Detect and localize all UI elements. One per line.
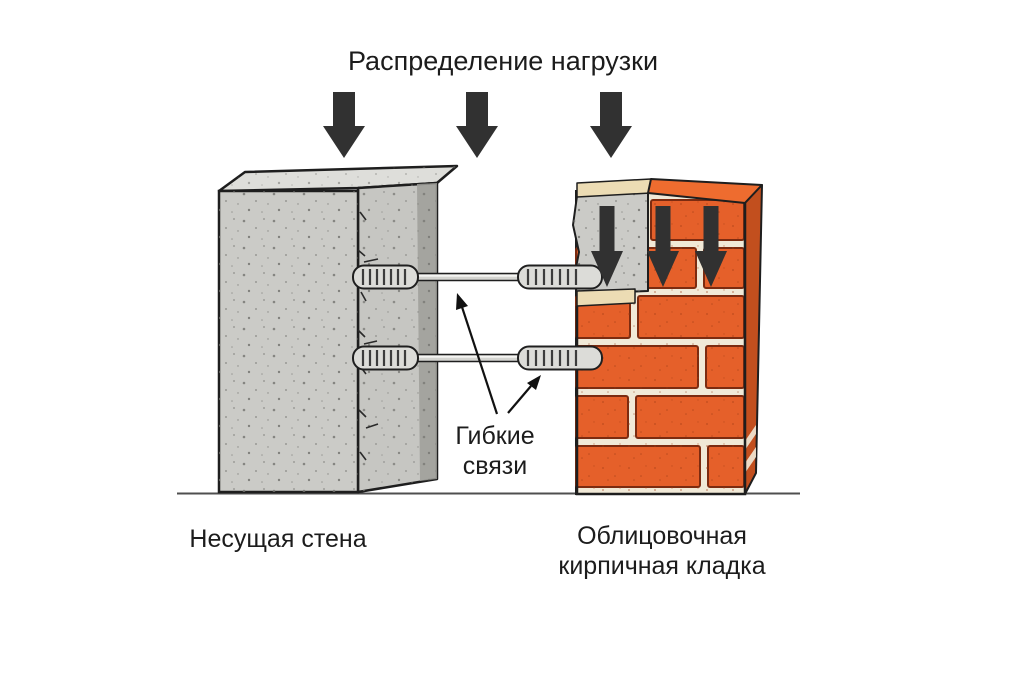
flexible-ties — [352, 264, 603, 371]
side-mortar-stripe — [745, 425, 756, 450]
pointer-arrowhead-icon — [456, 293, 468, 310]
concrete-wall-side-texture — [358, 183, 437, 492]
right-wall-label-line2: кирпичная кладка — [558, 551, 766, 580]
right-wall-label-line1: Облицовочная — [577, 522, 747, 550]
flexible-ties-label: Гибкие связи — [455, 421, 534, 481]
diagram-title: Распределение нагрузки — [347, 46, 659, 76]
pointer-line-lower-tie — [507, 385, 532, 414]
flexible-tie — [352, 345, 603, 371]
right-wall-label: Облицовочная кирпичная кладка — [558, 522, 765, 581]
load-arrow-small-icon — [591, 206, 623, 287]
pointer-arrowhead-icon — [527, 375, 541, 390]
cut-brick-strip-top — [576, 178, 652, 198]
pointer-line-upper-tie — [460, 306, 499, 415]
load-arrow-small-icon — [695, 206, 727, 287]
side-mortar-stripe — [745, 447, 756, 473]
load-arrow-icon — [323, 92, 365, 158]
tie-rod — [407, 272, 529, 282]
left-wall-label: Несущая стена — [189, 525, 367, 553]
brick-wall-outline — [575, 203, 747, 496]
pointer-arrows — [456, 293, 541, 415]
load-arrow-icon — [456, 92, 498, 158]
flexible-tie — [352, 264, 603, 290]
tie-rod — [407, 353, 529, 363]
tie-rod-highlight — [412, 355, 524, 358]
load-arrow-icon — [590, 92, 632, 158]
flexible-ties-label-line1: Гибкие — [455, 422, 535, 450]
tie-rod-highlight — [412, 274, 524, 277]
concrete-wall — [217, 164, 459, 494]
brick-wall-side-face — [744, 184, 763, 495]
load-arrows-large — [323, 92, 632, 158]
flexible-ties-label-line2: связи — [462, 452, 528, 480]
cut-brick-strip-bottom — [576, 288, 636, 307]
concrete-wall-front-texture — [219, 191, 358, 492]
load-arrows-small — [591, 206, 727, 287]
load-arrow-small-icon — [647, 206, 679, 287]
